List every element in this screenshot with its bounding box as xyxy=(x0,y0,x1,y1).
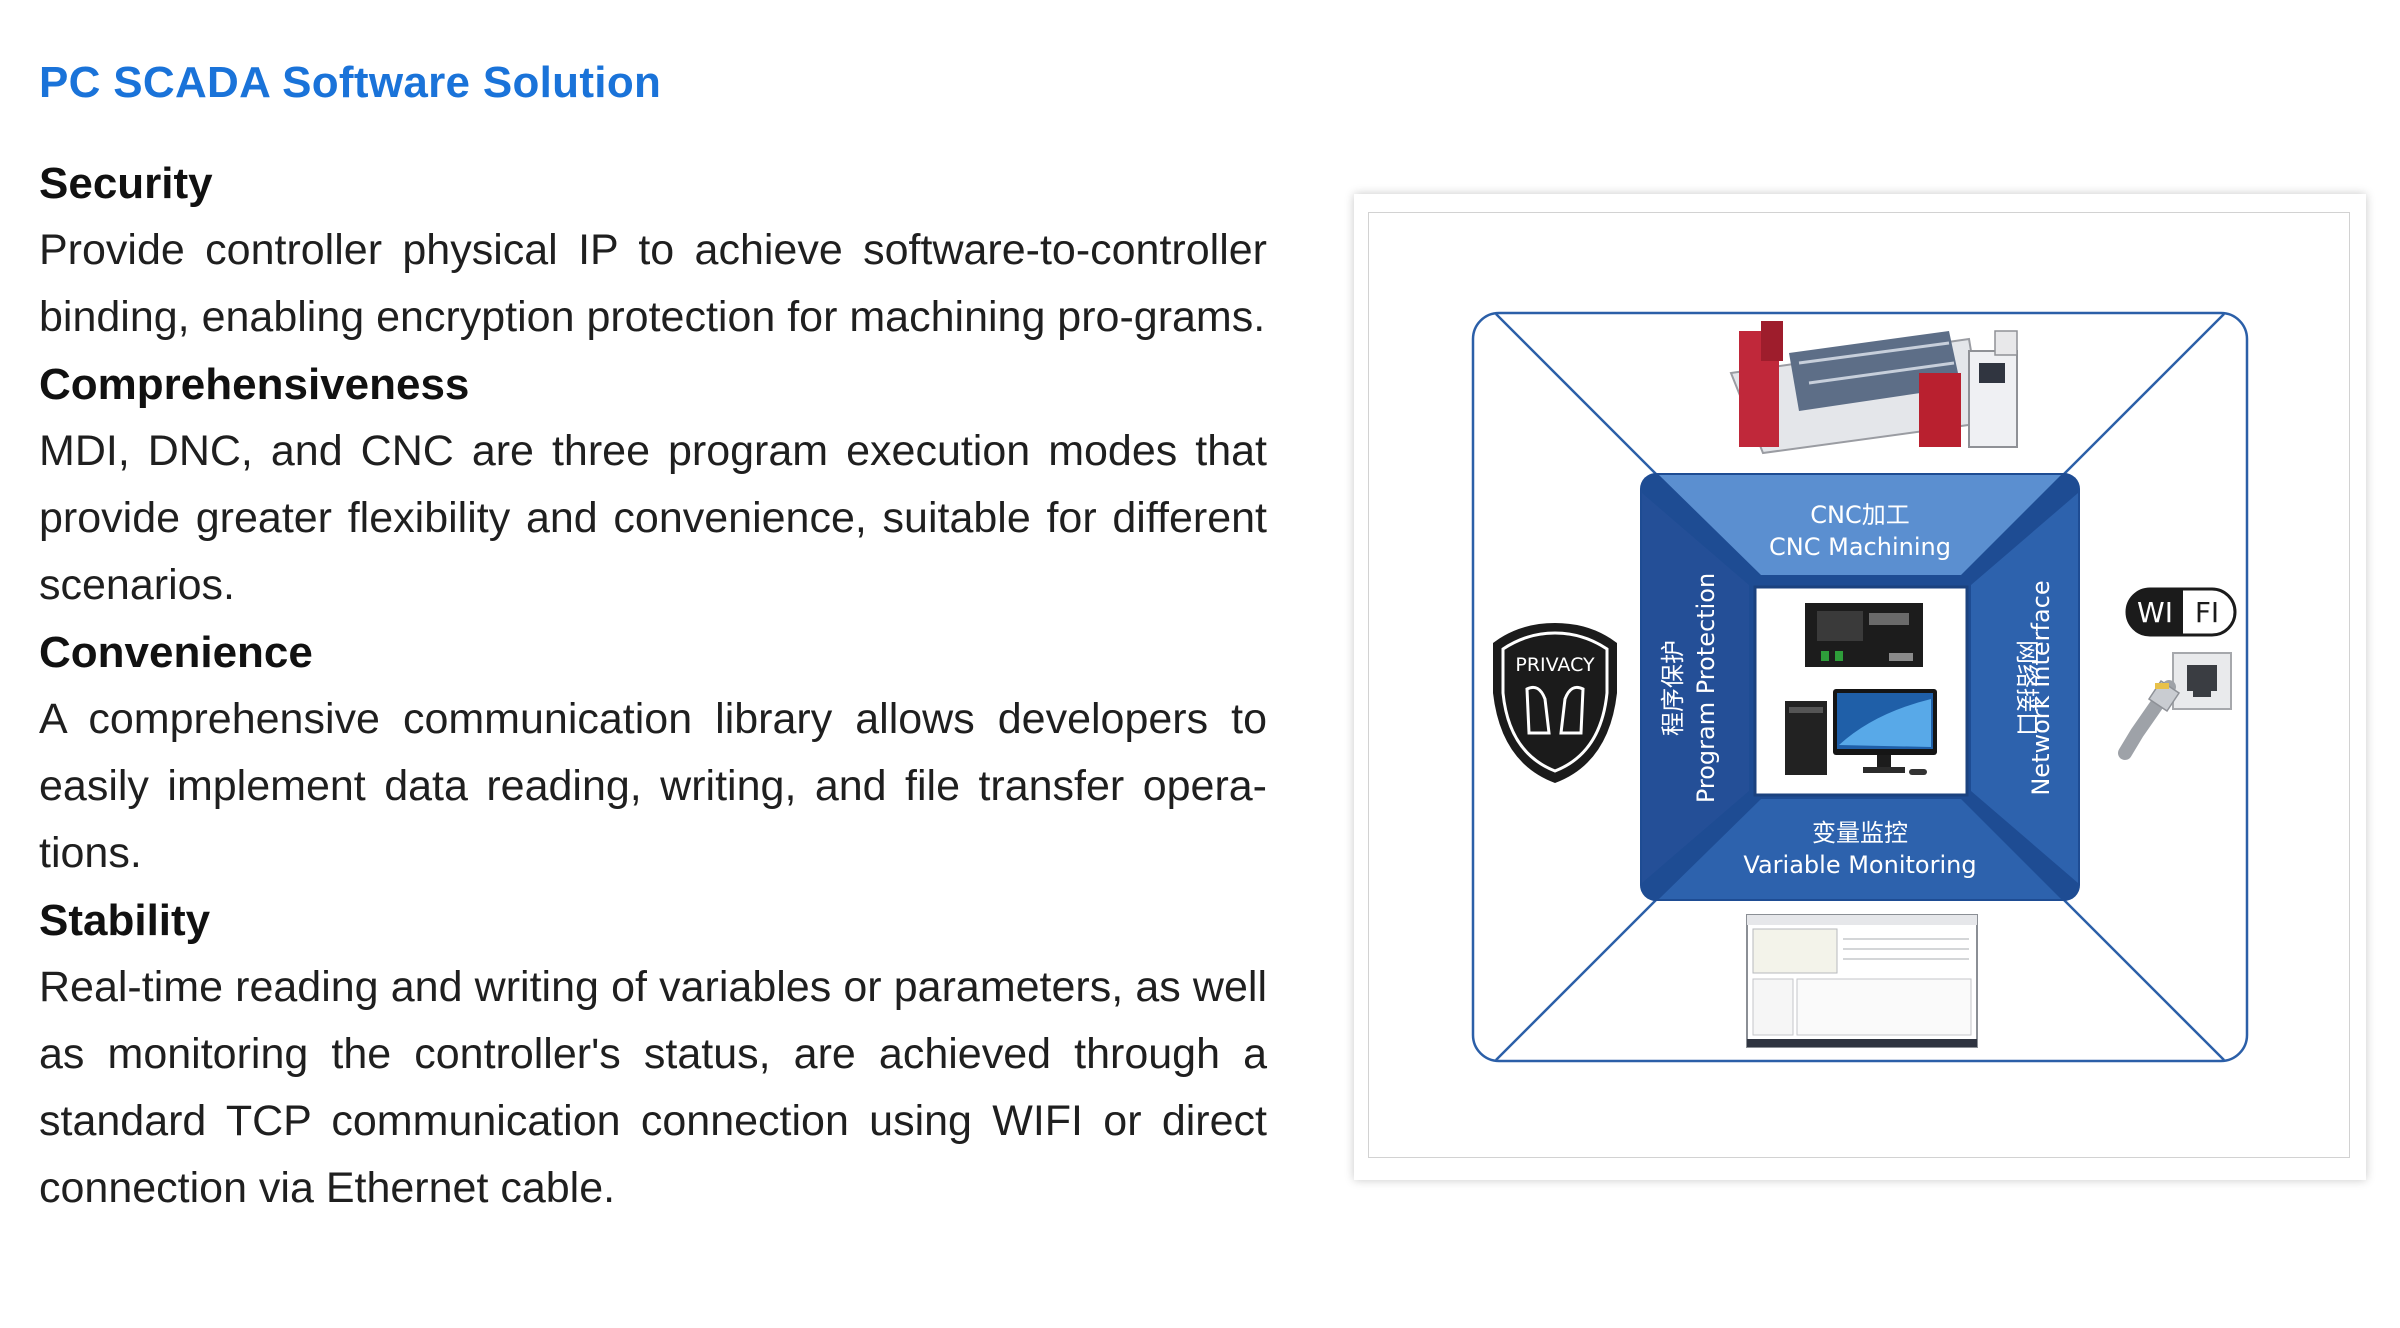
controller-board-icon xyxy=(1805,603,1923,667)
top-label-cn: CNC加工 xyxy=(1810,501,1909,529)
left-label-cn: 程序保护 xyxy=(1659,640,1687,736)
section-convenience: Convenience A comprehensive communicatio… xyxy=(39,619,1267,887)
section-comprehensiveness: Comprehensiveness MDI, DNC, and CNC are … xyxy=(39,351,1267,619)
section-heading: Comprehensiveness xyxy=(39,360,470,409)
bottom-label-cn: 变量监控 xyxy=(1812,819,1908,847)
section-body: MDI, DNC, and CNC are three program exec… xyxy=(39,427,1267,609)
left-quadrant xyxy=(1642,493,1749,883)
section-body: Provide controller physical IP to achiev… xyxy=(39,226,1267,341)
section-stability: Stability Real-time reading and writing … xyxy=(39,887,1267,1222)
feature-list: Security Provide controller physical IP … xyxy=(39,150,1267,1222)
wifi-right-text: FI xyxy=(2195,596,2219,629)
right-label-en: Network Interface xyxy=(2027,580,2055,795)
privacy-badge-text: PRIVACY xyxy=(1515,654,1595,676)
right-label-cn: 网络接口 xyxy=(2013,640,2041,736)
ethernet-icon xyxy=(2118,652,2232,760)
section-heading: Convenience xyxy=(39,628,313,677)
top-label-en: CNC Machining xyxy=(1769,533,1951,561)
diagonal-line xyxy=(2057,313,2225,481)
diagram-frame: CNC加工 CNC Machining 变量监控 Variable Monito… xyxy=(1368,212,2350,1158)
left-label-en: Program Protection xyxy=(1692,573,1720,803)
privacy-shield-icon: PRIVACY xyxy=(1493,623,1617,783)
section-body: A comprehensive communication library al… xyxy=(39,695,1267,877)
right-quadrant xyxy=(1971,493,2078,883)
section-body: Real-time reading and writing of variabl… xyxy=(39,963,1267,1212)
software-window-icon xyxy=(1746,914,1978,1048)
section-heading: Stability xyxy=(39,896,211,945)
cnc-machine-icon xyxy=(1729,321,2018,455)
bottom-quadrant xyxy=(1659,799,2061,899)
page-title: PC SCADA Software Solution xyxy=(39,58,662,107)
diagonal-line xyxy=(1495,313,1663,481)
section-security: Security Provide controller physical IP … xyxy=(39,150,1267,351)
section-heading: Security xyxy=(39,159,213,208)
scada-diagram: CNC加工 CNC Machining 变量监控 Variable Monito… xyxy=(1471,311,2249,1063)
diagonal-line xyxy=(1495,893,1663,1061)
diagram-card: CNC加工 CNC Machining 变量监控 Variable Monito… xyxy=(1354,194,2366,1180)
bottom-label-en: Variable Monitoring xyxy=(1743,851,1976,879)
wifi-left-text: WI xyxy=(2137,596,2173,629)
wifi-icon: WI FI xyxy=(2125,587,2237,637)
diagonal-line xyxy=(2057,893,2225,1061)
computer-icon xyxy=(1785,689,1937,775)
top-quadrant xyxy=(1659,475,2061,575)
